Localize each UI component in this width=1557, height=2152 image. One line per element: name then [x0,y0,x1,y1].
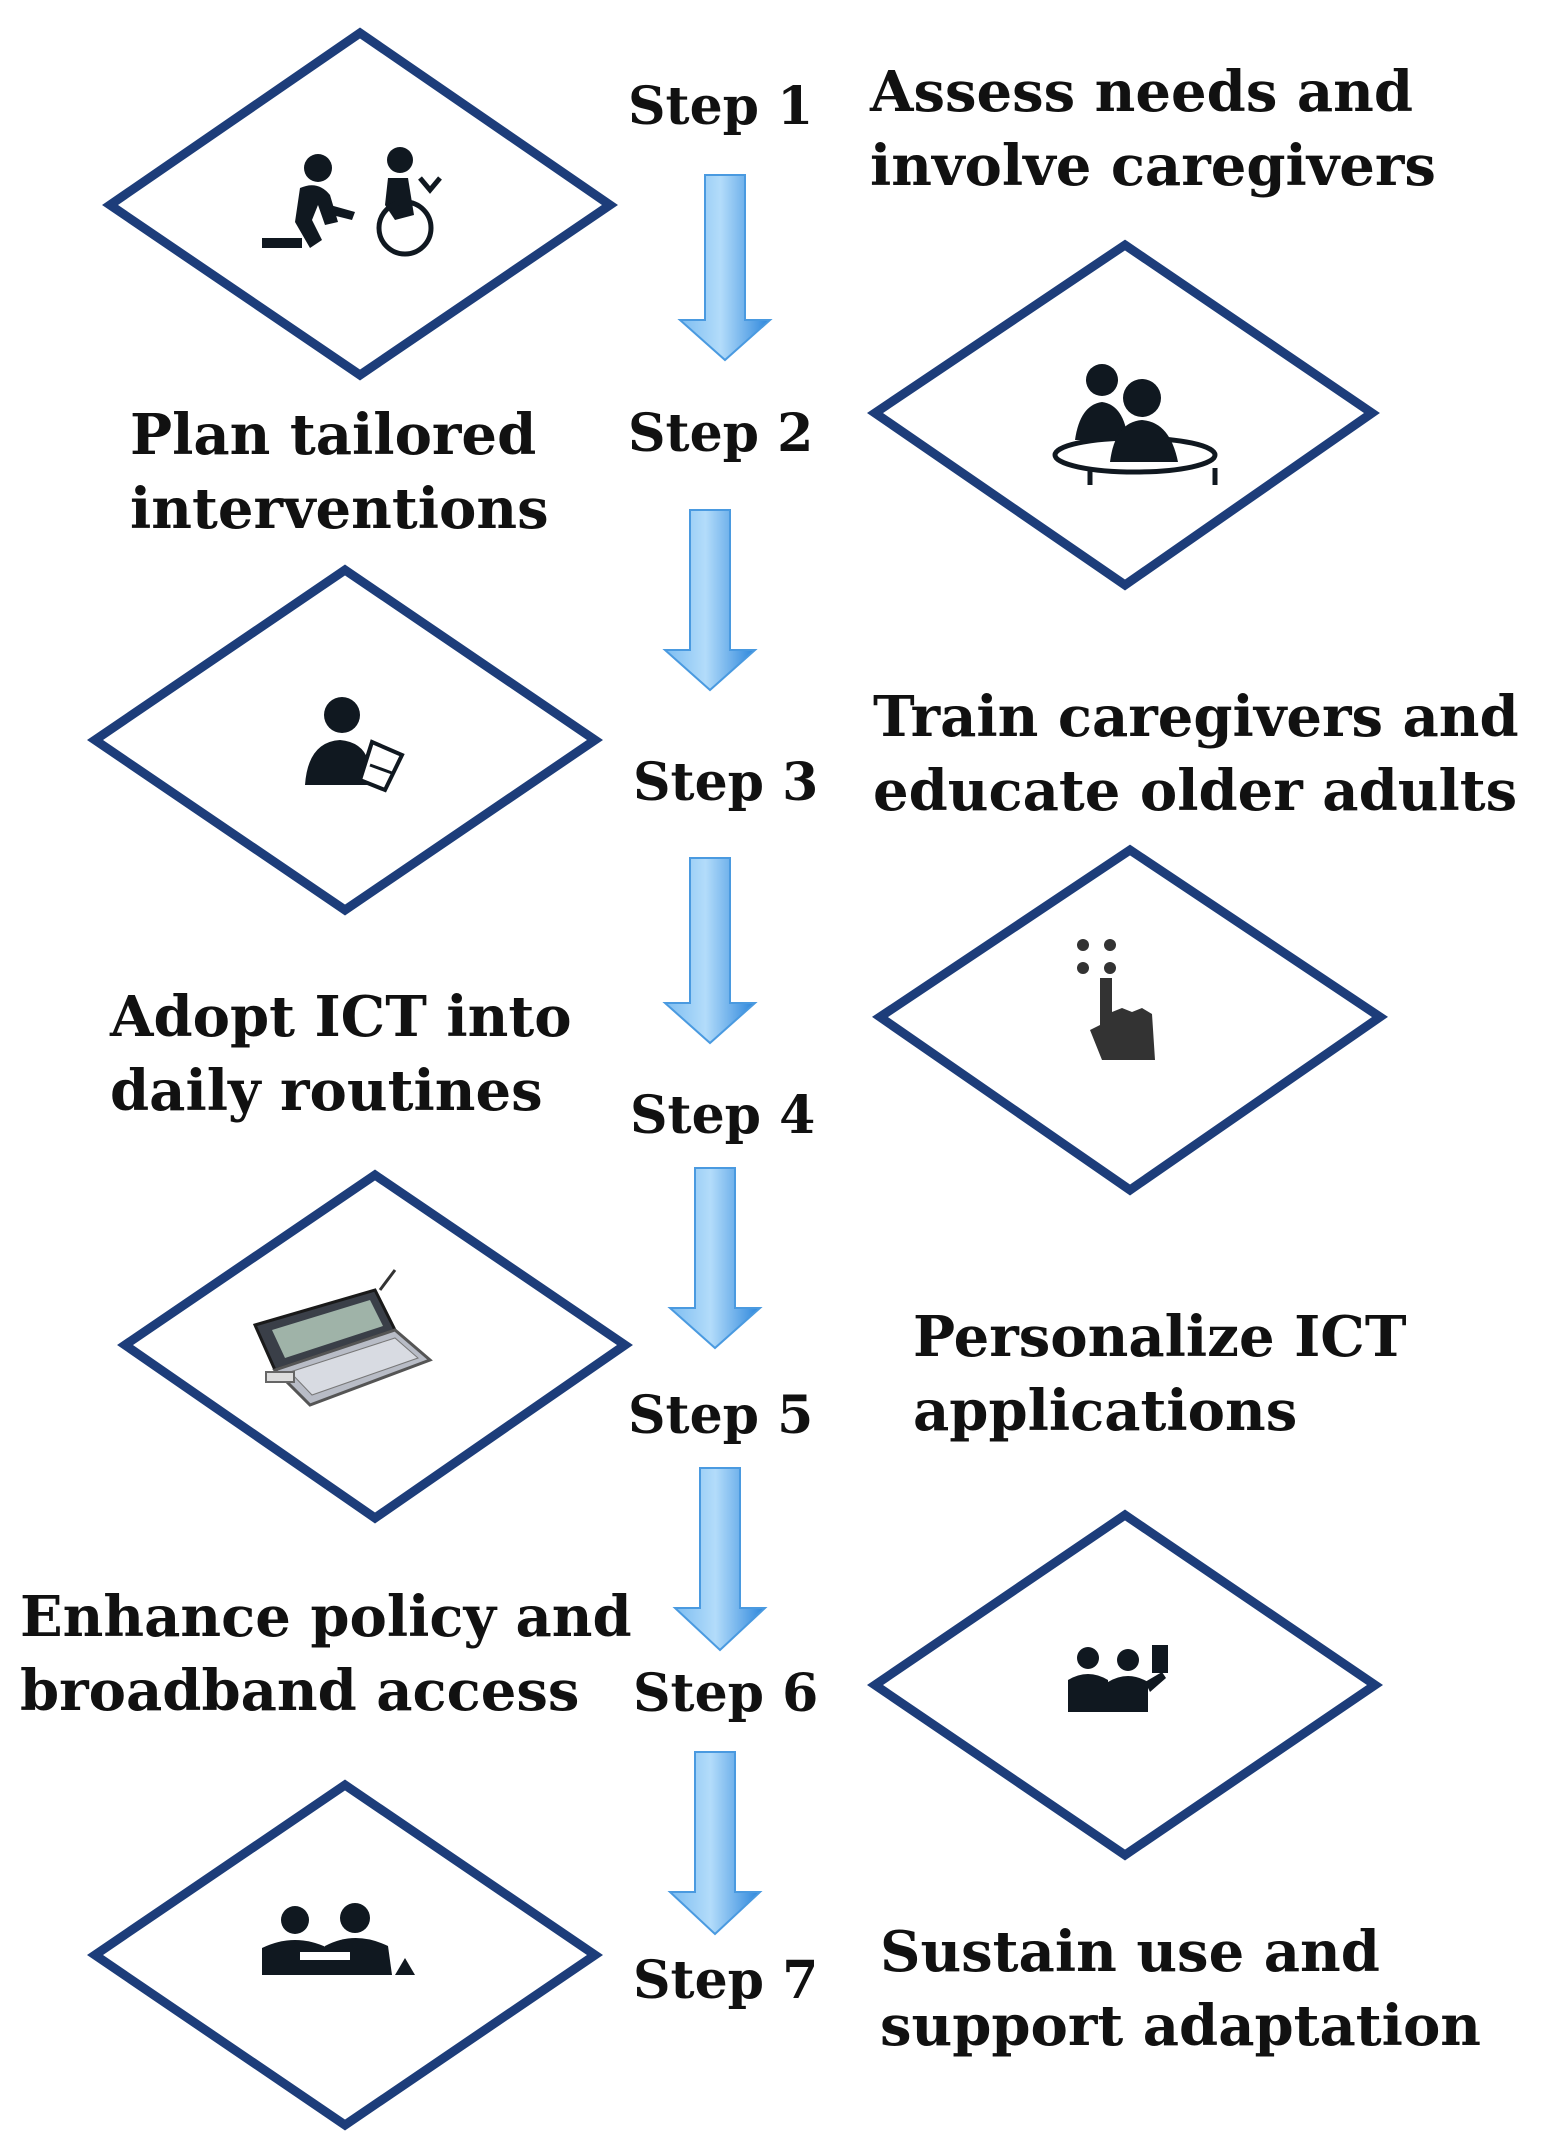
handheld-device-icon [252,1269,433,1407]
arrow-2-to-3 [662,509,758,692]
arrow-5-to-6 [672,1467,768,1652]
step-1-label: Step 1 [628,76,814,137]
step-3-description: Train caregivers and educate older adult… [873,680,1519,828]
step-7-label: Step 7 [633,1950,819,2011]
step-3-label: Step 3 [633,752,819,813]
step-4-description-line-2: daily routines [110,1058,543,1124]
step-7-description-line-1: Sustain use and [880,1919,1380,1985]
step-1-description-line-1: Assess needs and [870,59,1413,125]
step-6-label: Step 6 [633,1663,819,1724]
step-6-description-line-2: broadband access [20,1658,580,1724]
diamond-step-3 [86,564,604,916]
touch-hand-icon [1077,939,1155,1060]
step-3-description-line-1: Train caregivers and [873,684,1519,750]
step-1-description-line-2: involve caregivers [870,133,1436,199]
diamond-step-2 [866,239,1380,591]
step-7-description-line-2: support adaptation [880,1993,1482,2059]
arrow-1-to-2 [677,174,773,362]
arrow-3-to-4 [662,857,758,1045]
step-6-description-line-1: Enhance policy and [20,1584,632,1650]
step-2-description: Plan tailored interventions [130,398,549,546]
step-6-description: Enhance policy and broadband access [20,1580,632,1728]
diamond-step-1 [102,27,618,381]
step-1-description: Assess needs and involve caregivers [870,55,1436,203]
step-4-description: Adopt ICT into daily routines [110,980,572,1128]
step-4-label: Step 4 [630,1085,816,1146]
person-writing-icon [305,697,405,793]
arrow-4-to-5 [667,1167,763,1350]
step-5-description-line-2: applications [913,1378,1298,1444]
group-meeting-icon [1052,364,1218,485]
arrow-6-to-7 [667,1751,763,1936]
support-group-icon [262,1903,415,1975]
team-presentation-icon [1068,1645,1168,1712]
step-5-description-line-1: Personalize ICT [913,1304,1407,1370]
step-2-description-line-1: Plan tailored [130,402,537,468]
step-4-description-line-1: Adopt ICT into [110,984,572,1050]
step-7-description: Sustain use and support adaptation [880,1915,1481,2063]
step-3-description-line-2: educate older adults [873,758,1518,824]
step-5-label: Step 5 [628,1385,814,1446]
step-2-description-line-2: interventions [130,476,549,542]
caregiver-wheelchair-icon [262,147,442,257]
step-2-label: Step 2 [628,403,814,464]
step-5-description: Personalize ICT applications [913,1300,1407,1448]
